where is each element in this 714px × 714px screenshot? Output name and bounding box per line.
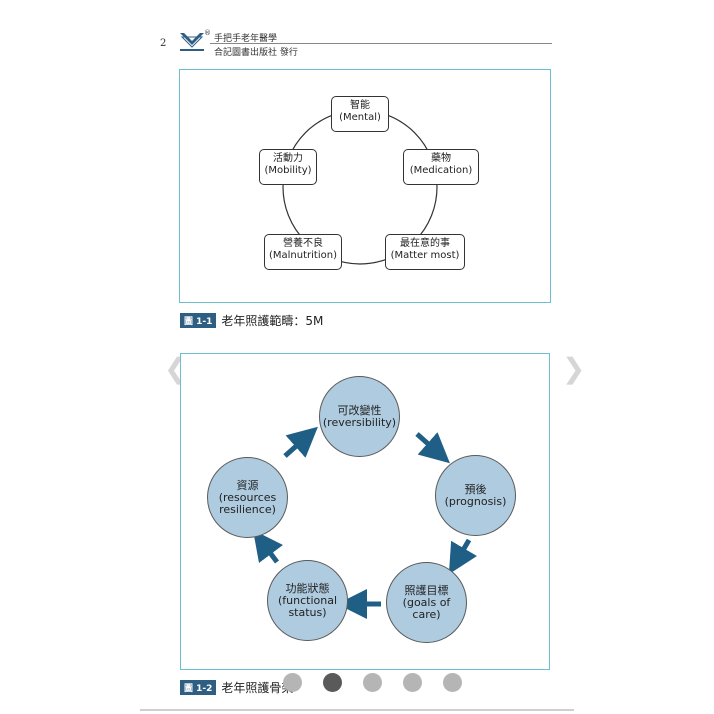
book-title: 手把手老年醫學 <box>214 34 278 44</box>
registered-mark: ® <box>204 29 211 37</box>
node-mobility-zh: 活動力 <box>273 153 303 164</box>
node-goals: 照護目標 (goals of care) <box>386 562 467 643</box>
header-divider <box>210 43 552 44</box>
node-matter-most-zh: 最在意的事 <box>400 238 450 249</box>
node-reversibility: 可改變性 (reversibility) <box>319 376 400 457</box>
figure-2-caption: 圖 1-2 老年照護骨架 <box>180 679 293 696</box>
node-mental-en: (Mental) <box>339 112 381 123</box>
figure-2-caption-text: 老年照護骨架 <box>221 681 294 695</box>
carousel-dots <box>283 673 462 692</box>
carousel-dot-2[interactable] <box>323 673 342 692</box>
node-mobility: 活動力 (Mobility) <box>259 149 317 185</box>
node-functional-zh: 功能狀態 <box>285 581 330 595</box>
chevron-right-icon[interactable]: ❯ <box>562 352 586 385</box>
page-bottom-divider <box>140 709 574 711</box>
carousel-dot-1[interactable] <box>283 673 302 692</box>
node-mental-zh: 智能 <box>350 100 370 111</box>
node-matter-most-en: (Matter most) <box>390 250 460 261</box>
node-malnutrition-en: (Malnutrition) <box>269 250 337 261</box>
carousel-dot-4[interactable] <box>403 673 422 692</box>
node-malnutrition: 營養不良 (Malnutrition) <box>264 234 342 270</box>
cycle-arrows <box>253 426 477 619</box>
node-functional-en1: (functional <box>277 593 338 607</box>
arrow-resources-to-reversibility <box>283 426 318 458</box>
carousel-dot-3[interactable] <box>363 673 382 692</box>
node-goals-zh: 照護目標 <box>404 583 449 597</box>
node-medication: 藥物 (Medication) <box>403 149 479 185</box>
node-resources-en1: (resources <box>218 490 277 504</box>
figure-1-caption-text: 老年照護範疇：5M <box>221 314 324 328</box>
node-reversibility-zh: 可改變性 <box>337 403 382 417</box>
node-functional-en2: status) <box>288 605 327 619</box>
node-goals-en1: (goals of <box>402 595 451 609</box>
node-resources: 資源 (resources resilience) <box>207 457 288 538</box>
node-mental: 智能 (Mental) <box>331 96 389 132</box>
figure-1-box: 智能 (Mental) 藥物 (Medication) 最在意的事 (Matte… <box>179 69 551 303</box>
node-functional: 功能狀態 (functional status) <box>267 560 348 641</box>
arrow-reversibility-to-prognosis <box>415 432 450 464</box>
node-prognosis-en: (prognosis) <box>444 494 507 508</box>
figure-1-caption: 圖 1-1 老年照護範疇：5M <box>180 312 323 329</box>
node-resources-en2: resilience) <box>219 502 276 516</box>
publisher-name: 合記圖書出版社 發行 <box>214 48 298 58</box>
page-number: 2 <box>160 38 167 49</box>
node-prognosis: 預後 (prognosis) <box>435 455 516 536</box>
node-medication-zh: 藥物 <box>431 153 451 164</box>
node-resources-zh: 資源 <box>236 478 259 492</box>
carousel-dot-5[interactable] <box>443 673 462 692</box>
node-prognosis-zh: 預後 <box>464 482 487 496</box>
figure-1-tag: 圖 1-1 <box>180 313 217 328</box>
node-mobility-en: (Mobility) <box>264 165 312 176</box>
node-malnutrition-zh: 營養不良 <box>283 238 323 249</box>
node-medication-en: (Medication) <box>409 165 473 176</box>
node-matter-most: 最在意的事 (Matter most) <box>385 234 465 270</box>
figure-2-box: 可改變性 (reversibility) 預後 (prognosis) 照護目標… <box>180 353 550 670</box>
publisher-logo-icon <box>180 33 204 51</box>
figure-2-tag: 圖 1-2 <box>180 680 217 695</box>
node-reversibility-en: (reversibility) <box>322 415 397 429</box>
arrow-prognosis-to-goals <box>448 538 477 575</box>
node-goals-en2: care) <box>412 607 441 621</box>
arrow-functional-to-resources <box>253 530 283 564</box>
